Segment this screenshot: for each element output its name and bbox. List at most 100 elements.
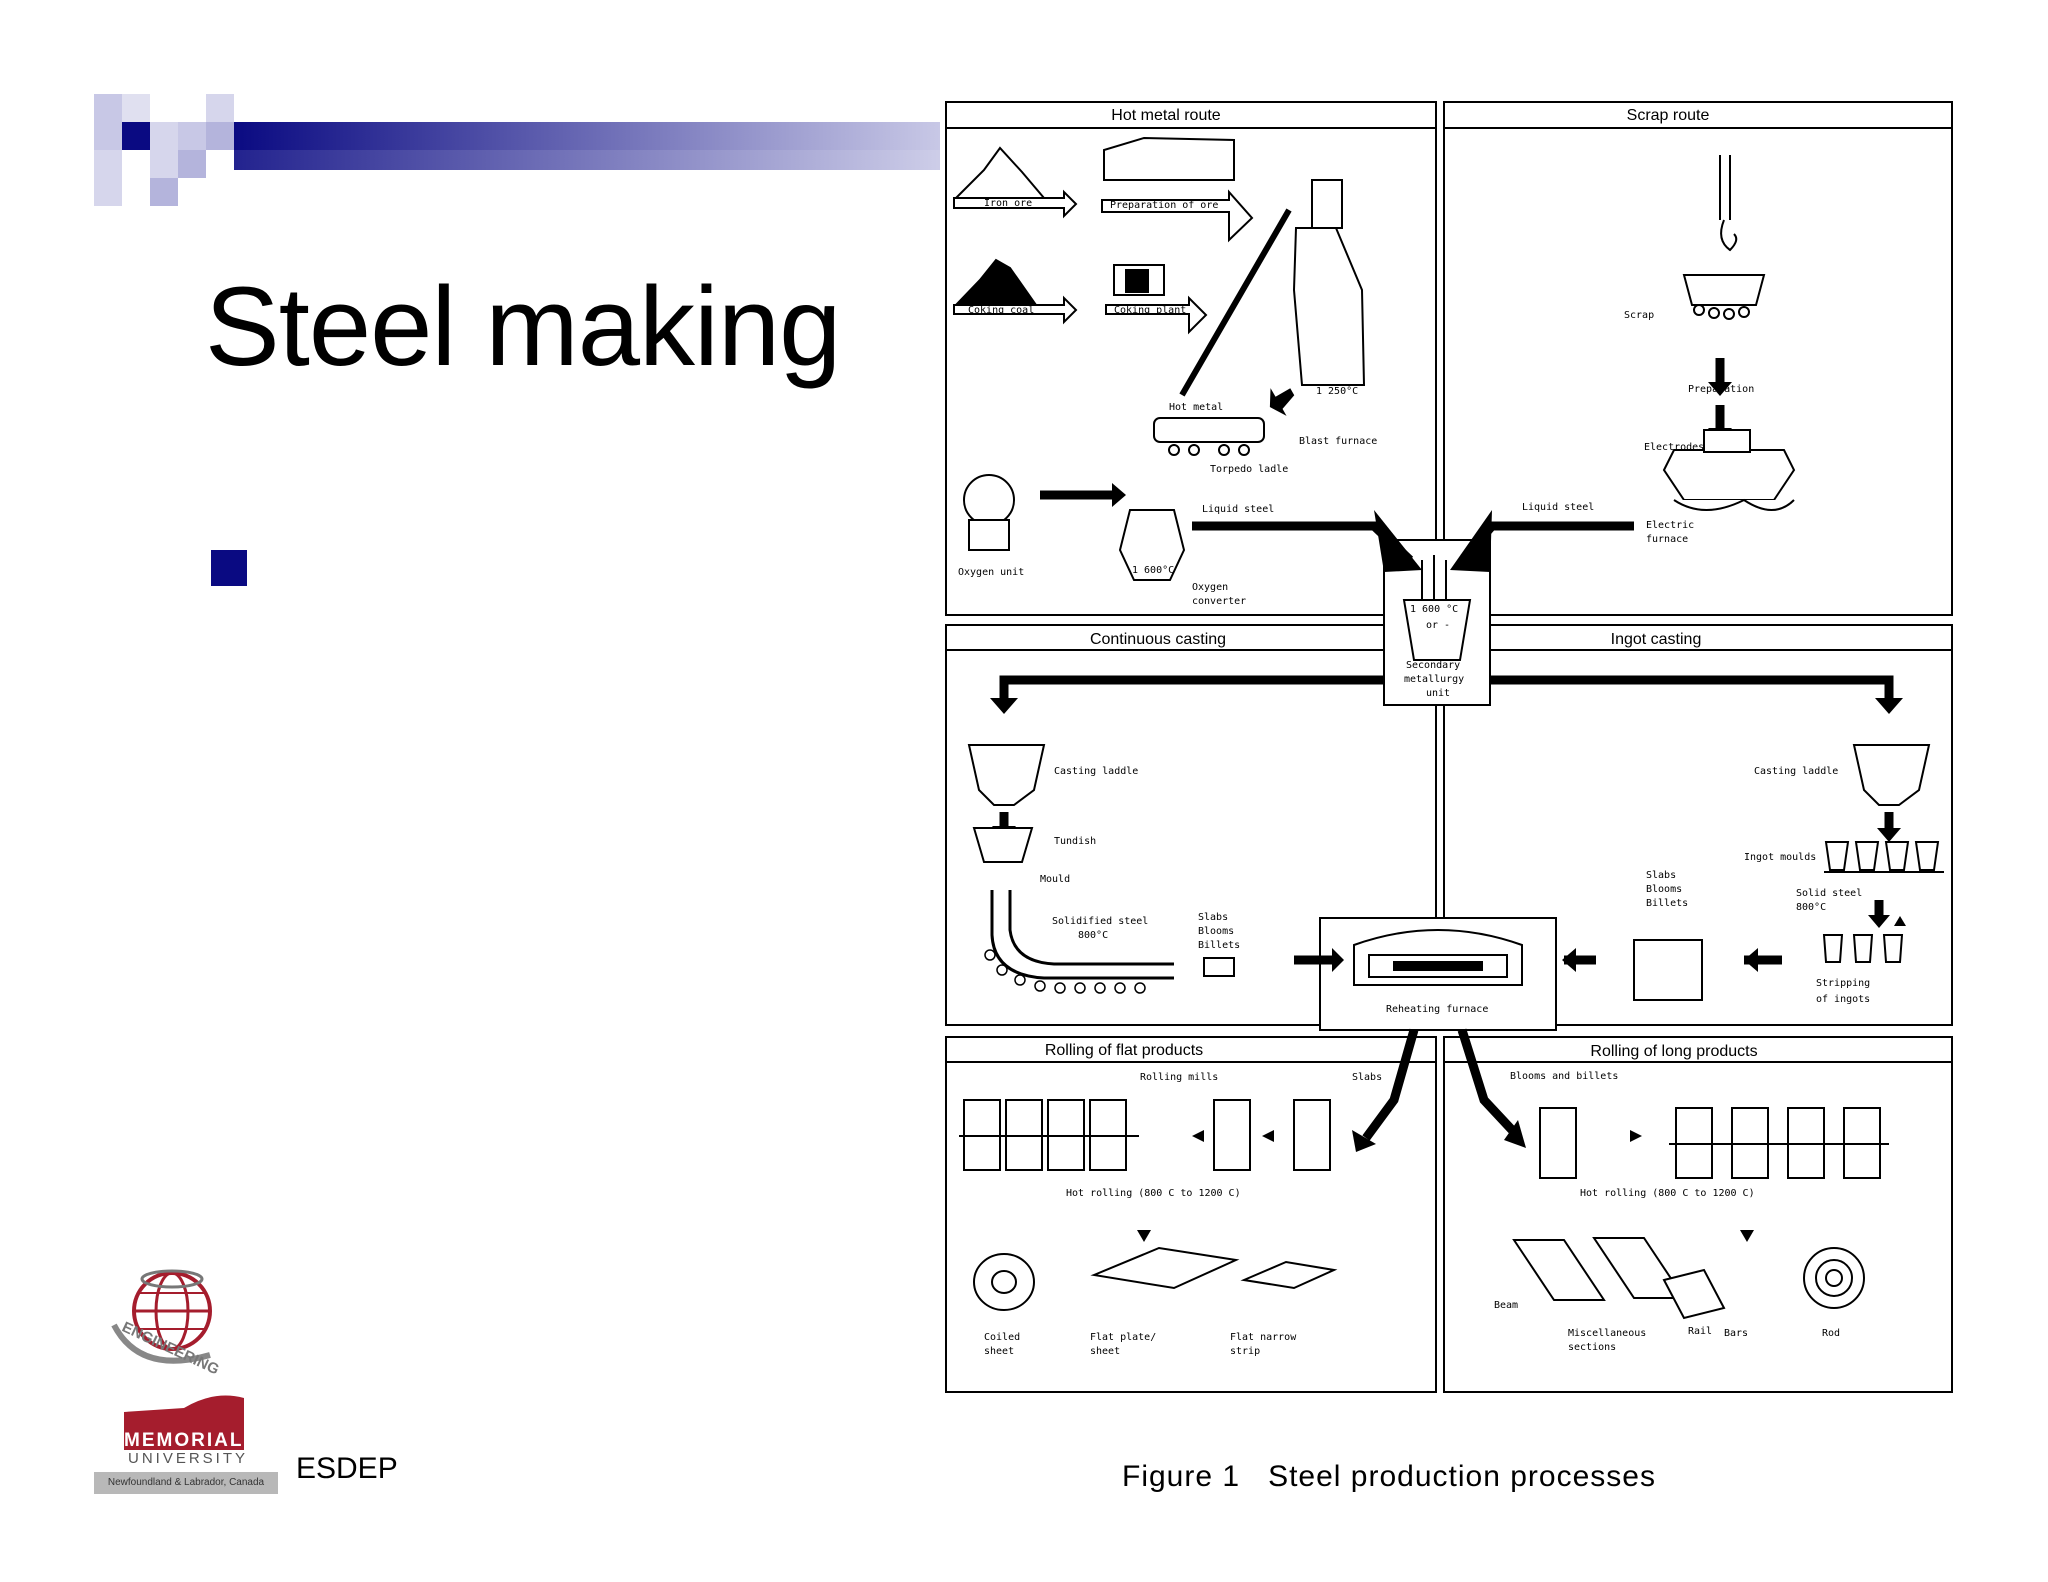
reheating-furnace-icon [1353,929,1523,986]
label-ingot-moulds: Ingot moulds [1744,852,1816,863]
university-location: Newfoundland & Labrador, Canada [94,1472,278,1494]
label-flat-narrow-2: strip [1230,1346,1260,1357]
label-beam: Beam [1494,1300,1518,1311]
panel-hot-metal [945,101,1437,616]
stripped-ingots-icon [1822,934,1904,963]
memorial-name: MEMORIAL [124,1430,244,1451]
label-flat-narrow-1: Flat narrow [1230,1332,1297,1343]
label-oxygen-converter-1: Oxygen [1192,582,1228,593]
label-hot-rolling-flat: Hot rolling (800 C to 1200 C) [1066,1188,1241,1199]
label-sbb-right-1: Slabs [1646,870,1676,881]
steel-process-diagram: Hot metal route Scrap route Continuous c… [944,100,1954,1400]
footer-label: ESDEP [296,1452,398,1485]
label-sbb-left-1: Slabs [1198,912,1228,923]
label-electrodes: Electrodes [1644,442,1704,453]
figure-caption: Figure 1 Steel production processes [1122,1460,1656,1494]
label-flat-plate-2: sheet [1090,1346,1120,1357]
label-torpedo: Torpedo ladle [1210,464,1288,475]
flat-strip-icon [1240,1260,1338,1290]
label-hot-metal: Hot metal [1169,402,1223,413]
label-scrap: Scrap [1624,310,1654,321]
label-misc-1: Miscellaneous [1568,1328,1646,1339]
rolling-stand-icon [1633,939,1703,1001]
sbb-left-icon [1203,957,1235,977]
label-casting-ladle-left: Casting laddle [1054,766,1138,777]
label-liquid-steel-left: Liquid steel [1202,504,1274,515]
panel-long [1443,1036,1953,1393]
panel-continuous [945,624,1437,1026]
memorial-logo: MEMORIAL UNIVERSITY Newfoundland & Labra… [94,1390,278,1500]
oxygen-converter-icon [1118,509,1186,581]
label-coking-plant: Coking plant [1114,305,1186,316]
label-reheating: Reheating furnace [1386,1004,1488,1015]
label-temp-1250: 1 250°C [1316,386,1358,397]
figure-caption-text: Steel production processes [1268,1460,1656,1493]
label-blast-furnace: Blast furnace [1299,436,1377,447]
label-stripping-1: Stripping [1816,978,1870,989]
label-secondary-2: metallurgy [1404,674,1464,685]
label-oxygen-converter-2: converter [1192,596,1246,607]
label-coiled-1: Coiled [984,1332,1020,1343]
label-hot-rolling-long: Hot rolling (800 C to 1200 C) [1580,1188,1755,1199]
label-solid-steel-2: 800°C [1796,902,1826,913]
slide-title: Steel making [205,264,841,389]
ladle-icon [1402,555,1472,661]
label-ladle-or: or - [1426,620,1450,631]
label-secondary-3: unit [1426,688,1450,699]
beam-icon [1512,1239,1606,1301]
figure-number: Figure 1 [1122,1460,1241,1493]
label-rolling-mills: Rolling mills [1140,1072,1218,1083]
panel-title-hot-metal: Hot metal route [1111,107,1220,124]
electric-furnace-icon [1662,449,1796,501]
long-rolling-mills-icon [1512,1107,1889,1320]
label-solidified-1: Solidified steel [1052,916,1148,927]
label-tundish: Tundish [1054,836,1096,847]
label-sbb-right-2: Blooms [1646,884,1682,895]
reheating-furnace-box [1319,917,1557,1031]
iron-ore-pile-icon [953,146,1047,199]
panel-title-flat: Rolling of flat products [1045,1042,1203,1059]
label-prep-ore: Preparation of ore [1110,200,1218,211]
label-preparation: Preparation [1688,384,1754,395]
label-iron-ore: Iron ore [984,198,1032,209]
label-ladle-temp: 1 600 °C [1410,604,1458,615]
casting-ladle-left-icon [967,744,1046,806]
tundish-icon [972,827,1034,863]
label-casting-ladle-right: Casting laddle [1754,766,1838,777]
label-liquid-steel-right: Liquid steel [1522,502,1594,513]
label-sbb-right-3: Billets [1646,898,1688,909]
casting-ladle-right-icon [1852,744,1931,806]
label-solidified-2: 800°C [1078,930,1108,941]
label-electric-1: Electric [1646,520,1694,531]
label-mould: Mould [1040,874,1070,885]
panel-title-long: Rolling of long products [1590,1043,1757,1060]
label-coiled-2: sheet [984,1346,1014,1357]
label-bars: Bars [1724,1328,1748,1339]
label-slabs: Slabs [1352,1072,1382,1083]
panel-ingot [1443,624,1953,1026]
label-sbb-left-3: Billets [1198,940,1240,951]
label-electric-2: furnace [1646,534,1688,545]
label-solid-steel-1: Solid steel [1796,888,1862,899]
blast-furnace-icon [1292,227,1366,386]
label-rail: Rail [1688,1326,1712,1337]
flat-rolling-mills-icon [959,1099,1338,1311]
label-blooms-billets: Blooms and billets [1510,1071,1618,1082]
faculty-engineering-logo [100,1255,240,1385]
flat-plate-icon [1090,1246,1240,1290]
panel-title-scrap: Scrap route [1627,107,1710,124]
prep-ore-icon [1103,136,1235,181]
panel-title-continuous: Continuous casting [1090,631,1226,648]
label-temp-1600: 1 600°C [1132,565,1174,576]
label-secondary-1: Secondary [1406,660,1460,671]
ingot-moulds-icon [1824,841,1940,871]
label-misc-2: sections [1568,1342,1616,1353]
panel-flat [945,1036,1437,1393]
bullet-marker [211,550,247,586]
torpedo-ladle-icon [1153,417,1265,443]
rail-icon [1662,1268,1726,1320]
label-sbb-left-2: Blooms [1198,926,1234,937]
title-bar-decoration [94,94,940,206]
label-rod: Rod [1822,1328,1840,1339]
scrap-magnet-icon [1682,274,1766,306]
